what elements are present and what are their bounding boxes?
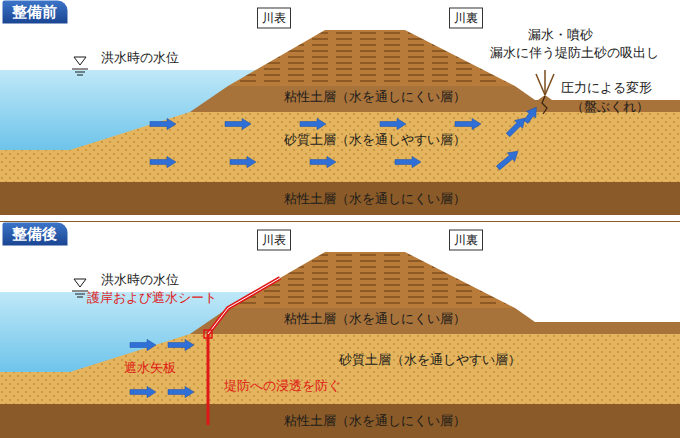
seepage-arrow bbox=[494, 147, 521, 172]
levee-body bbox=[228, 30, 515, 86]
heave-label: （盤ぶくれ） bbox=[571, 99, 649, 115]
node-text: 整備後 bbox=[12, 225, 57, 243]
water-level-mark bbox=[75, 72, 85, 73]
water-level-mark bbox=[72, 69, 88, 70]
seepage-arrow bbox=[300, 118, 326, 129]
seepage-arrow bbox=[168, 339, 194, 350]
sheet-pile-label: 遮水矢板 bbox=[124, 360, 176, 376]
bank-side-tag: 川裏 bbox=[449, 8, 483, 29]
seepage-arrow bbox=[130, 386, 156, 397]
layer-label: 砂質土層（水を通しやすい層） bbox=[284, 132, 466, 148]
stage-badge: 整備後 bbox=[2, 223, 67, 246]
seepage-arrow bbox=[504, 114, 529, 139]
revetment-sheet bbox=[208, 278, 280, 334]
node-text: 川表 bbox=[262, 11, 286, 25]
seepage-arrow bbox=[380, 118, 406, 129]
leak-label: 漏水に伴う堤防土砂の吸出し bbox=[490, 45, 659, 61]
seepage-arrow bbox=[455, 118, 481, 129]
layer-label: 粘性土層（水を通しにくい層） bbox=[284, 89, 466, 105]
layer-label: 粘性土層（水を通しにくい層） bbox=[284, 191, 466, 207]
water-level-label: 洪水時の水位 bbox=[101, 272, 179, 288]
node-text: 川裏 bbox=[454, 11, 478, 25]
stage-badge: 整備前 bbox=[2, 1, 67, 24]
seepage-arrow bbox=[168, 386, 194, 397]
levee-body bbox=[228, 252, 515, 308]
water-level-mark bbox=[77, 75, 83, 76]
after-panel bbox=[0, 252, 680, 438]
seepage-arrow bbox=[225, 118, 251, 129]
node-text: 整備前 bbox=[12, 3, 57, 21]
sand-boil bbox=[536, 74, 545, 95]
bank-side-tag: 川表 bbox=[257, 230, 291, 251]
bank-side-tag: 川裏 bbox=[449, 230, 483, 251]
seepage-arrow bbox=[521, 104, 541, 125]
clay-layer-upper bbox=[190, 308, 680, 334]
seepage-arrow bbox=[310, 156, 336, 167]
seepage-arrow bbox=[150, 118, 176, 129]
clay-layer-lower bbox=[0, 182, 680, 222]
layer-label: 砂質土層（水を通しやすい層） bbox=[339, 352, 521, 368]
sand-layer bbox=[0, 334, 680, 404]
revetment-label: 護岸および遮水シート bbox=[87, 290, 217, 306]
before-panel bbox=[0, 30, 680, 222]
bank-side-tag: 川表 bbox=[257, 8, 291, 29]
layer-label: 粘性土層（水を通しにくい層） bbox=[284, 413, 466, 429]
seepage-arrow bbox=[150, 156, 176, 167]
sheet-pile bbox=[207, 334, 210, 425]
sand-boil bbox=[544, 70, 546, 95]
water-level-mark bbox=[74, 279, 86, 287]
water-level-mark bbox=[74, 57, 86, 65]
extras bbox=[0, 218, 680, 219]
layer-label: 粘性土層（水を通しにくい層） bbox=[284, 311, 466, 327]
water-level-mark bbox=[72, 291, 88, 292]
sand-layer bbox=[0, 112, 680, 182]
sand-boil bbox=[545, 74, 554, 95]
sheet-pile-head bbox=[204, 330, 212, 338]
node-text: 川表 bbox=[262, 233, 286, 247]
seepage-label: 堤防への浸透を防ぐ bbox=[224, 378, 341, 394]
revetment-sheet bbox=[208, 278, 280, 334]
water-level-mark bbox=[75, 294, 85, 295]
seepage-arrow bbox=[395, 156, 421, 167]
seepage-arrow bbox=[230, 156, 256, 167]
clay-layer-lower bbox=[0, 404, 680, 438]
node-text: 川裏 bbox=[454, 233, 478, 247]
heave-label: 圧力による変形 bbox=[561, 80, 652, 96]
water-level-label: 洪水時の水位 bbox=[101, 50, 179, 66]
water-level-mark bbox=[77, 297, 83, 298]
crack bbox=[542, 96, 547, 114]
seepage-arrow bbox=[130, 339, 156, 350]
panel-gap bbox=[0, 215, 680, 221]
leak-label: 漏水・噴砂 bbox=[528, 27, 593, 43]
